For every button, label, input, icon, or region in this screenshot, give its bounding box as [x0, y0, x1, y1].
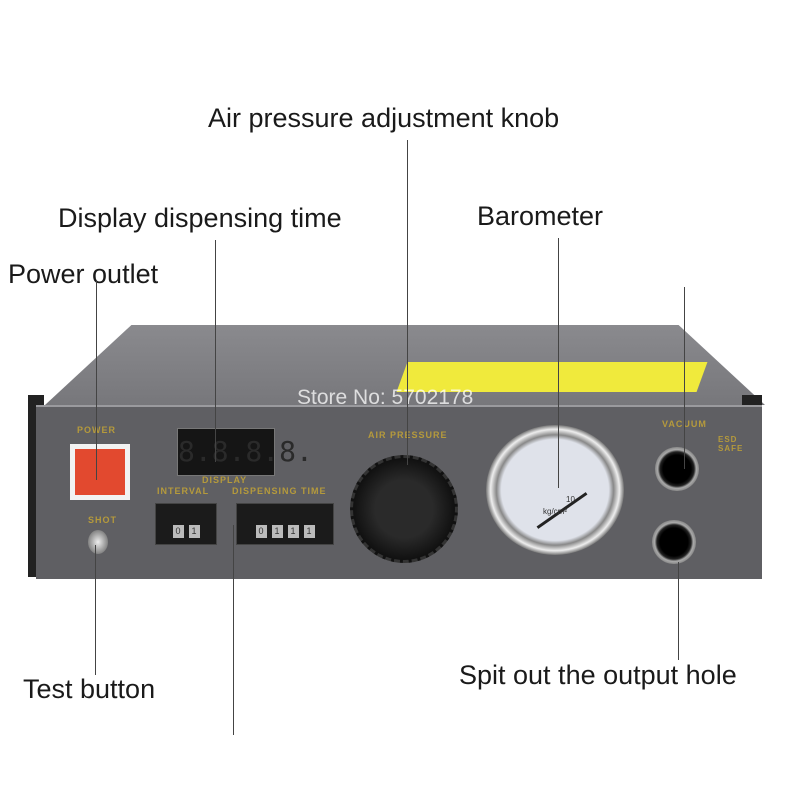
dip-digit[interactable]: 0: [255, 525, 267, 538]
callout-display: Display dispensing time: [58, 203, 342, 233]
interval-label: INTERVAL: [157, 486, 210, 496]
interval-switch[interactable]: 0 1: [155, 503, 217, 545]
callout-barometer: Barometer: [477, 201, 604, 231]
callout-output: Spit out the output hole: [459, 660, 737, 690]
test-button[interactable]: [88, 530, 108, 554]
dip-digit[interactable]: 1: [271, 525, 283, 538]
gauge-unit: kg/cm²: [543, 507, 567, 516]
watermark: Store No: 5702178: [297, 386, 474, 409]
shot-label: SHOT: [88, 515, 118, 525]
dispensing-time-switch[interactable]: 0 1 1 1: [236, 503, 334, 545]
vacuum-port[interactable]: [655, 447, 699, 491]
power-button[interactable]: [70, 444, 130, 500]
callout-air-knob: Air pressure adjustment knob: [208, 103, 560, 133]
air-pressure-knob[interactable]: [350, 455, 458, 563]
dip-digit[interactable]: 1: [188, 525, 200, 538]
display-label: DISPLAY: [202, 475, 248, 485]
dispensing-time-label: DISPENSING TIME: [232, 486, 327, 496]
dip-digit[interactable]: 1: [287, 525, 299, 538]
barometer-gauge: 10 kg/cm²: [486, 425, 624, 555]
time-display: 8.8.8.8.: [177, 428, 313, 476]
esd-label: ESD SAFE: [718, 435, 744, 453]
dip-digit[interactable]: 0: [172, 525, 184, 538]
gauge-max: 10: [566, 495, 575, 504]
vacuum-label: VACUUM: [662, 419, 707, 429]
output-port[interactable]: [652, 520, 696, 564]
dip-digit[interactable]: 1: [303, 525, 315, 538]
callout-test: Test button: [23, 674, 156, 704]
callout-power: Power outlet: [8, 259, 159, 289]
